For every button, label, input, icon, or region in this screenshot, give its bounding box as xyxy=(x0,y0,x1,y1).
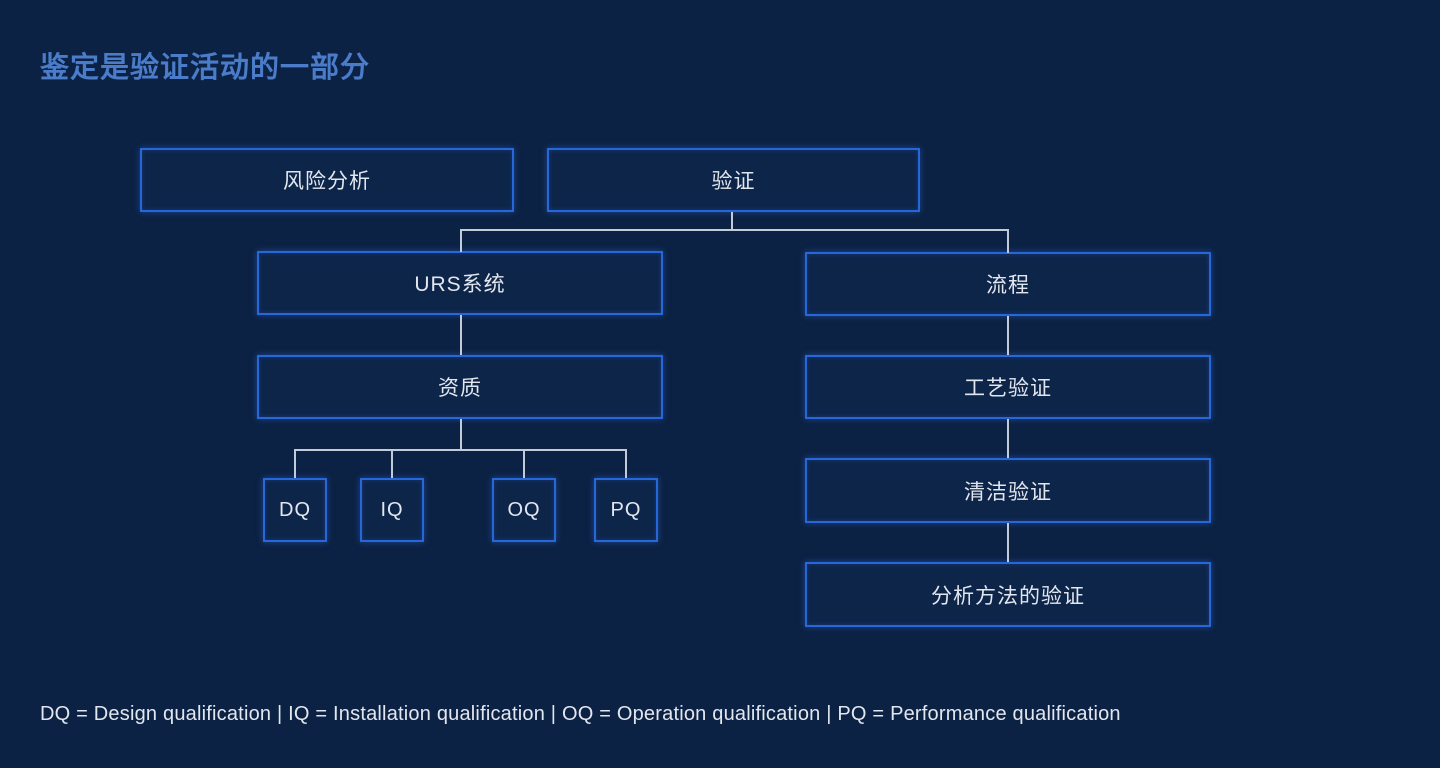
node-process: 流程 xyxy=(805,252,1211,316)
node-iq: IQ xyxy=(360,478,424,542)
connector-line xyxy=(460,229,462,252)
connector-line xyxy=(731,212,733,231)
node-oq: OQ xyxy=(492,478,556,542)
page-title: 鉴定是验证活动的一部分 xyxy=(40,52,371,84)
connector-line xyxy=(1007,229,1009,253)
connector-line xyxy=(460,229,1009,231)
connector-line xyxy=(625,449,627,478)
node-qualification: 资质 xyxy=(257,355,663,419)
node-cleaning-validation: 清洁验证 xyxy=(805,458,1211,523)
legend-text: DQ = Design qualification | IQ = Install… xyxy=(40,703,1121,725)
connector-line xyxy=(1007,419,1009,458)
node-dq: DQ xyxy=(263,478,327,542)
node-pq: PQ xyxy=(594,478,658,542)
connector-line xyxy=(523,449,525,478)
connector-line xyxy=(1007,523,1009,562)
node-process-validation: 工艺验证 xyxy=(805,355,1211,419)
node-validation: 验证 xyxy=(547,148,920,212)
connector-line xyxy=(391,449,393,478)
connector-line xyxy=(294,449,627,451)
connector-line xyxy=(294,449,296,478)
node-urs-system: URS系统 xyxy=(257,251,663,315)
connector-line xyxy=(1007,316,1009,355)
node-analytical-method-validation: 分析方法的验证 xyxy=(805,562,1211,627)
connector-line xyxy=(460,419,462,450)
connector-line xyxy=(460,315,462,355)
node-risk-analysis: 风险分析 xyxy=(140,148,514,212)
